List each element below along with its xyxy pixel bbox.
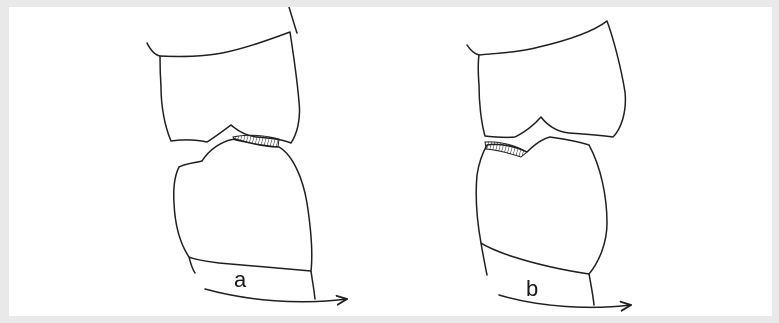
- panel-b-direction-arrow: [499, 295, 631, 307]
- panel-b-contact-facet: [485, 142, 527, 157]
- panel-a-upper-tooth: [147, 7, 300, 143]
- panel-b-label: b: [526, 276, 538, 301]
- panel-b-lower-tooth: [476, 137, 607, 305]
- panel-b-upper-tooth: [467, 21, 625, 137]
- panel-a-label: a: [234, 267, 247, 292]
- panel-b-upper-crown: [478, 21, 625, 137]
- panel-a: a: [147, 7, 347, 302]
- panel-a-upper-root-left: [147, 43, 160, 56]
- panel-a-upper-crown: [160, 32, 300, 143]
- panel-a-direction-arrow: [205, 289, 347, 302]
- tooth-occlusion-diagram: a b: [9, 7, 772, 316]
- panel-b-lower-root-left: [481, 243, 487, 275]
- panel-b-lower-crown: [476, 137, 607, 274]
- panel-b-upper-root-left: [467, 45, 479, 55]
- panel-a-contact-facet: [233, 135, 279, 147]
- figure-frame: a b: [9, 7, 772, 316]
- panel-b-lower-root-right: [589, 274, 594, 305]
- panel-a-lower-crown: [174, 139, 312, 271]
- panel-a-lower-root-right: [311, 271, 315, 299]
- panel-b: b: [467, 21, 631, 307]
- panel-a-upper-root-right: [289, 7, 297, 33]
